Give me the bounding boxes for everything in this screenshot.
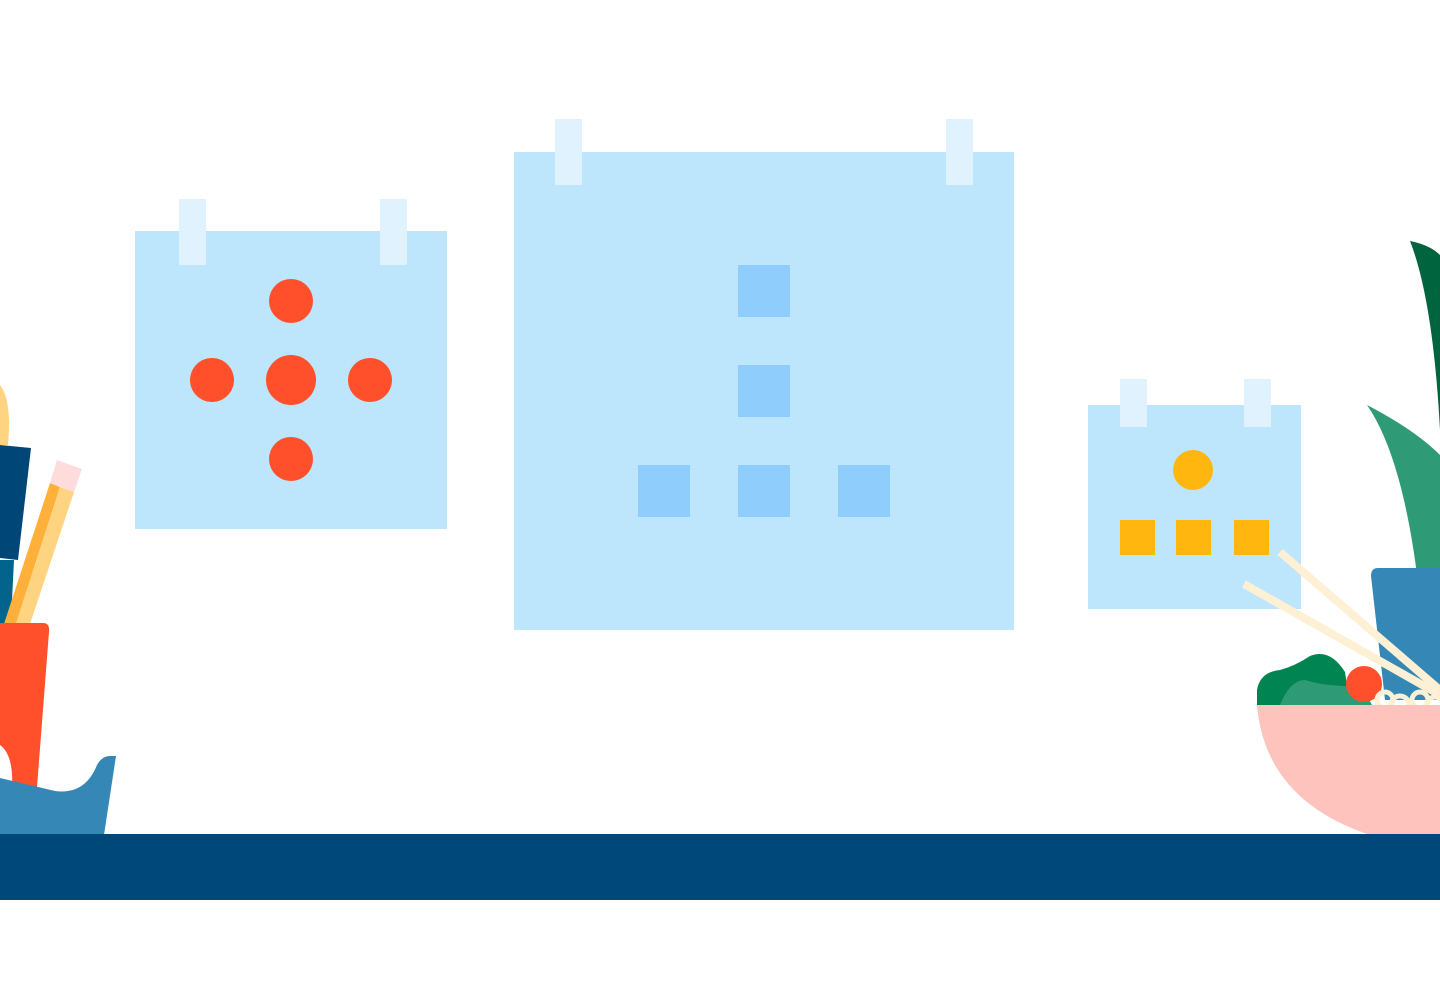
left-calendar xyxy=(135,199,447,529)
red-cup xyxy=(0,623,50,800)
yellow-shape xyxy=(0,385,9,445)
greens-light xyxy=(1280,680,1372,705)
chopstick xyxy=(1242,580,1440,699)
calendar-tab xyxy=(555,119,582,185)
right-calendar xyxy=(1088,379,1301,609)
calendar-tab xyxy=(179,199,206,265)
calendar-tab xyxy=(946,119,973,185)
yellow-square xyxy=(1234,520,1269,555)
eraser xyxy=(50,460,82,492)
blue-cloth xyxy=(0,756,116,835)
blue-square xyxy=(838,465,890,517)
calendar-tab xyxy=(380,199,407,265)
center-calendar xyxy=(514,119,1014,630)
blue-square xyxy=(738,465,790,517)
yellow-dot xyxy=(1173,450,1213,490)
book-dark xyxy=(0,445,31,560)
calendar-tab xyxy=(1244,379,1271,427)
chopstick xyxy=(1277,548,1440,694)
yellow-square xyxy=(1176,520,1211,555)
pencil xyxy=(2,483,60,630)
shelf xyxy=(0,834,1440,900)
tomato xyxy=(1346,666,1382,702)
blue-square xyxy=(638,465,690,517)
yellow-square xyxy=(1120,520,1155,555)
red-dot xyxy=(348,358,392,402)
calendar-body xyxy=(1088,405,1301,609)
red-dot xyxy=(269,437,313,481)
leaf-dark xyxy=(1410,241,1440,430)
potted-plant xyxy=(1367,241,1440,700)
calendar-tab xyxy=(1120,379,1147,427)
bowl xyxy=(1257,705,1440,835)
pencil-cup xyxy=(0,385,116,835)
red-dot xyxy=(269,279,313,323)
noodle-bowl xyxy=(1242,548,1440,835)
leaf-mid xyxy=(1367,405,1440,600)
blue-square xyxy=(738,365,790,417)
red-dot xyxy=(190,358,234,402)
pencil-light xyxy=(14,487,74,630)
red-dot-center xyxy=(266,355,316,405)
blue-square xyxy=(738,265,790,317)
